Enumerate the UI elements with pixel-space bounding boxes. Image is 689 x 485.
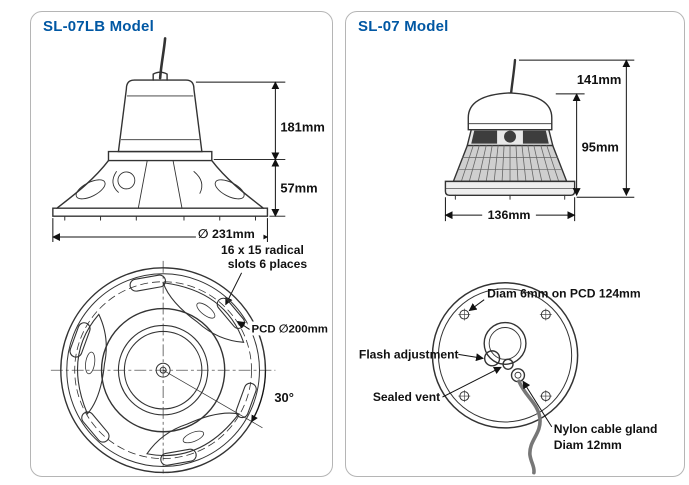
dim-181: 181mm xyxy=(280,120,325,135)
flash-adjust-port xyxy=(483,350,501,367)
flange xyxy=(107,150,213,162)
panel-sl07: SL-07 Model xyxy=(345,11,685,477)
panel-title-sl07lb: SL-07LB Model xyxy=(43,18,154,35)
center-hub xyxy=(483,321,527,365)
dim-136-bg xyxy=(482,206,536,221)
sl07lb-bottom-view xyxy=(50,260,276,474)
slots-leader-line xyxy=(225,272,243,306)
dim-141: 141mm xyxy=(577,72,622,87)
slots-note-line2: slots 6 places xyxy=(228,257,308,271)
slots-note-line1: 16 x 15 radical xyxy=(221,243,304,257)
antenna-boss xyxy=(152,71,168,81)
base-left xyxy=(56,159,110,209)
sl07-side-view xyxy=(444,58,576,200)
cable xyxy=(517,379,542,475)
dim-231-bg xyxy=(195,227,264,242)
dim-136: 136mm xyxy=(488,208,531,222)
panel-title-sl07: SL-07 Model xyxy=(358,18,449,35)
sl07-drawing: 141mm 95mm 136mm xyxy=(359,58,658,475)
dome xyxy=(467,92,553,131)
pcd-label-bg xyxy=(247,321,330,336)
flash-label: Flash adjustment xyxy=(359,347,459,361)
lens-head xyxy=(117,79,203,153)
sl07lb-side-view xyxy=(52,37,269,221)
sl07-bottom-leaders xyxy=(442,299,553,428)
vent-label: Sealed vent xyxy=(373,390,440,404)
radial-slots xyxy=(69,274,257,466)
pcd-leader-line xyxy=(236,321,250,330)
antenna xyxy=(158,37,167,80)
angle-arc xyxy=(251,370,266,423)
dim-57: 57mm xyxy=(280,180,317,195)
sl07-bottom-view xyxy=(431,282,579,475)
dim-231: ∅ 231mm xyxy=(198,227,255,241)
angle-ray xyxy=(162,369,263,429)
pcd-circle xyxy=(74,281,252,459)
pcd-label: PCD ∅200mm xyxy=(252,323,328,335)
dim-95: 95mm xyxy=(582,140,619,155)
gland-label-line1: Nylon cable gland xyxy=(554,422,658,436)
sl07lb-drawing: 181mm 57mm ∅ 231mm 16 x 15 radical slots… xyxy=(50,37,330,474)
base-right xyxy=(211,159,265,209)
sealed-vent-port xyxy=(502,358,514,370)
panel-sl07lb: SL-07LB Model xyxy=(30,11,333,477)
antenna xyxy=(509,58,517,96)
bolt-holes xyxy=(458,308,552,403)
bolt-label: Diam 6mm on PCD 124mm xyxy=(487,287,641,301)
angle-label: 30° xyxy=(274,390,294,405)
sl07lb-side-dims xyxy=(52,81,286,243)
base-plate xyxy=(52,207,269,217)
gland-label-line2: Diam 12mm xyxy=(554,438,622,452)
vanes xyxy=(77,282,245,457)
